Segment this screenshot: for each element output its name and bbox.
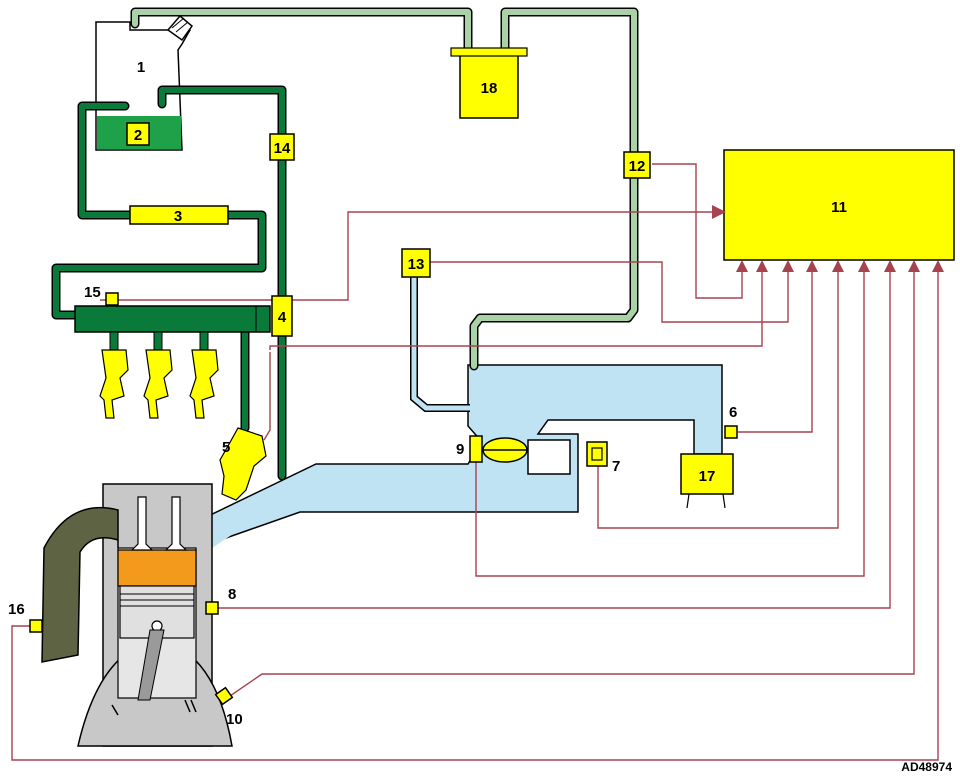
valve-14 — [269, 133, 295, 161]
label-16: 16 — [8, 601, 25, 618]
sensor-7 — [586, 441, 608, 467]
label-14: 14 — [274, 140, 291, 157]
crank-mark — [111, 704, 119, 716]
sensor-12 — [623, 151, 651, 179]
canister-18 — [459, 49, 519, 119]
exhaust-valve — [130, 496, 154, 551]
filler-neck — [166, 14, 194, 42]
connecting-rod — [137, 629, 165, 701]
sensor-2 — [126, 122, 150, 146]
figure-code: AD48974 — [901, 760, 952, 774]
label-5: 5 — [222, 439, 230, 456]
sensor-13 — [401, 248, 431, 278]
crank-mark — [190, 699, 197, 713]
label-4: 4 — [278, 309, 287, 326]
label-11: 11 — [831, 199, 847, 216]
sensor-9 — [469, 435, 483, 463]
injector — [99, 331, 129, 419]
injector-5 — [219, 427, 267, 501]
ecu-arrows — [712, 205, 944, 272]
sensor-15 — [105, 292, 119, 306]
throttle-actuator — [527, 439, 571, 475]
label-10: 10 — [226, 711, 243, 728]
intake-runner — [206, 492, 275, 548]
label-7: 7 — [612, 458, 620, 475]
label-3: 3 — [174, 208, 182, 225]
intake-valve — [164, 496, 188, 551]
filter-3 — [129, 205, 229, 225]
label-12: 12 — [629, 158, 646, 175]
combustion-chamber — [117, 549, 197, 587]
ecu-11 — [723, 149, 955, 261]
sensor-10 — [214, 686, 234, 706]
exhaust-pipe — [41, 506, 119, 663]
sensor-17 — [680, 453, 734, 495]
injector — [189, 331, 219, 419]
label-8: 8 — [228, 586, 236, 603]
sensor-8 — [205, 601, 219, 615]
sensor-6 — [724, 425, 738, 439]
fuel-rail — [74, 305, 271, 333]
label-17: 17 — [699, 468, 716, 485]
sensor-16 — [29, 619, 43, 633]
label-1: 1 — [137, 59, 145, 76]
label-18: 18 — [481, 80, 498, 97]
label-2: 2 — [134, 127, 142, 144]
crank-mark — [184, 699, 191, 713]
label-15: 15 — [84, 284, 101, 301]
sensor-4 — [271, 295, 293, 337]
label-13: 13 — [408, 256, 425, 273]
label-9: 9 — [456, 441, 464, 458]
injector — [143, 331, 173, 419]
label-6: 6 — [729, 404, 737, 421]
